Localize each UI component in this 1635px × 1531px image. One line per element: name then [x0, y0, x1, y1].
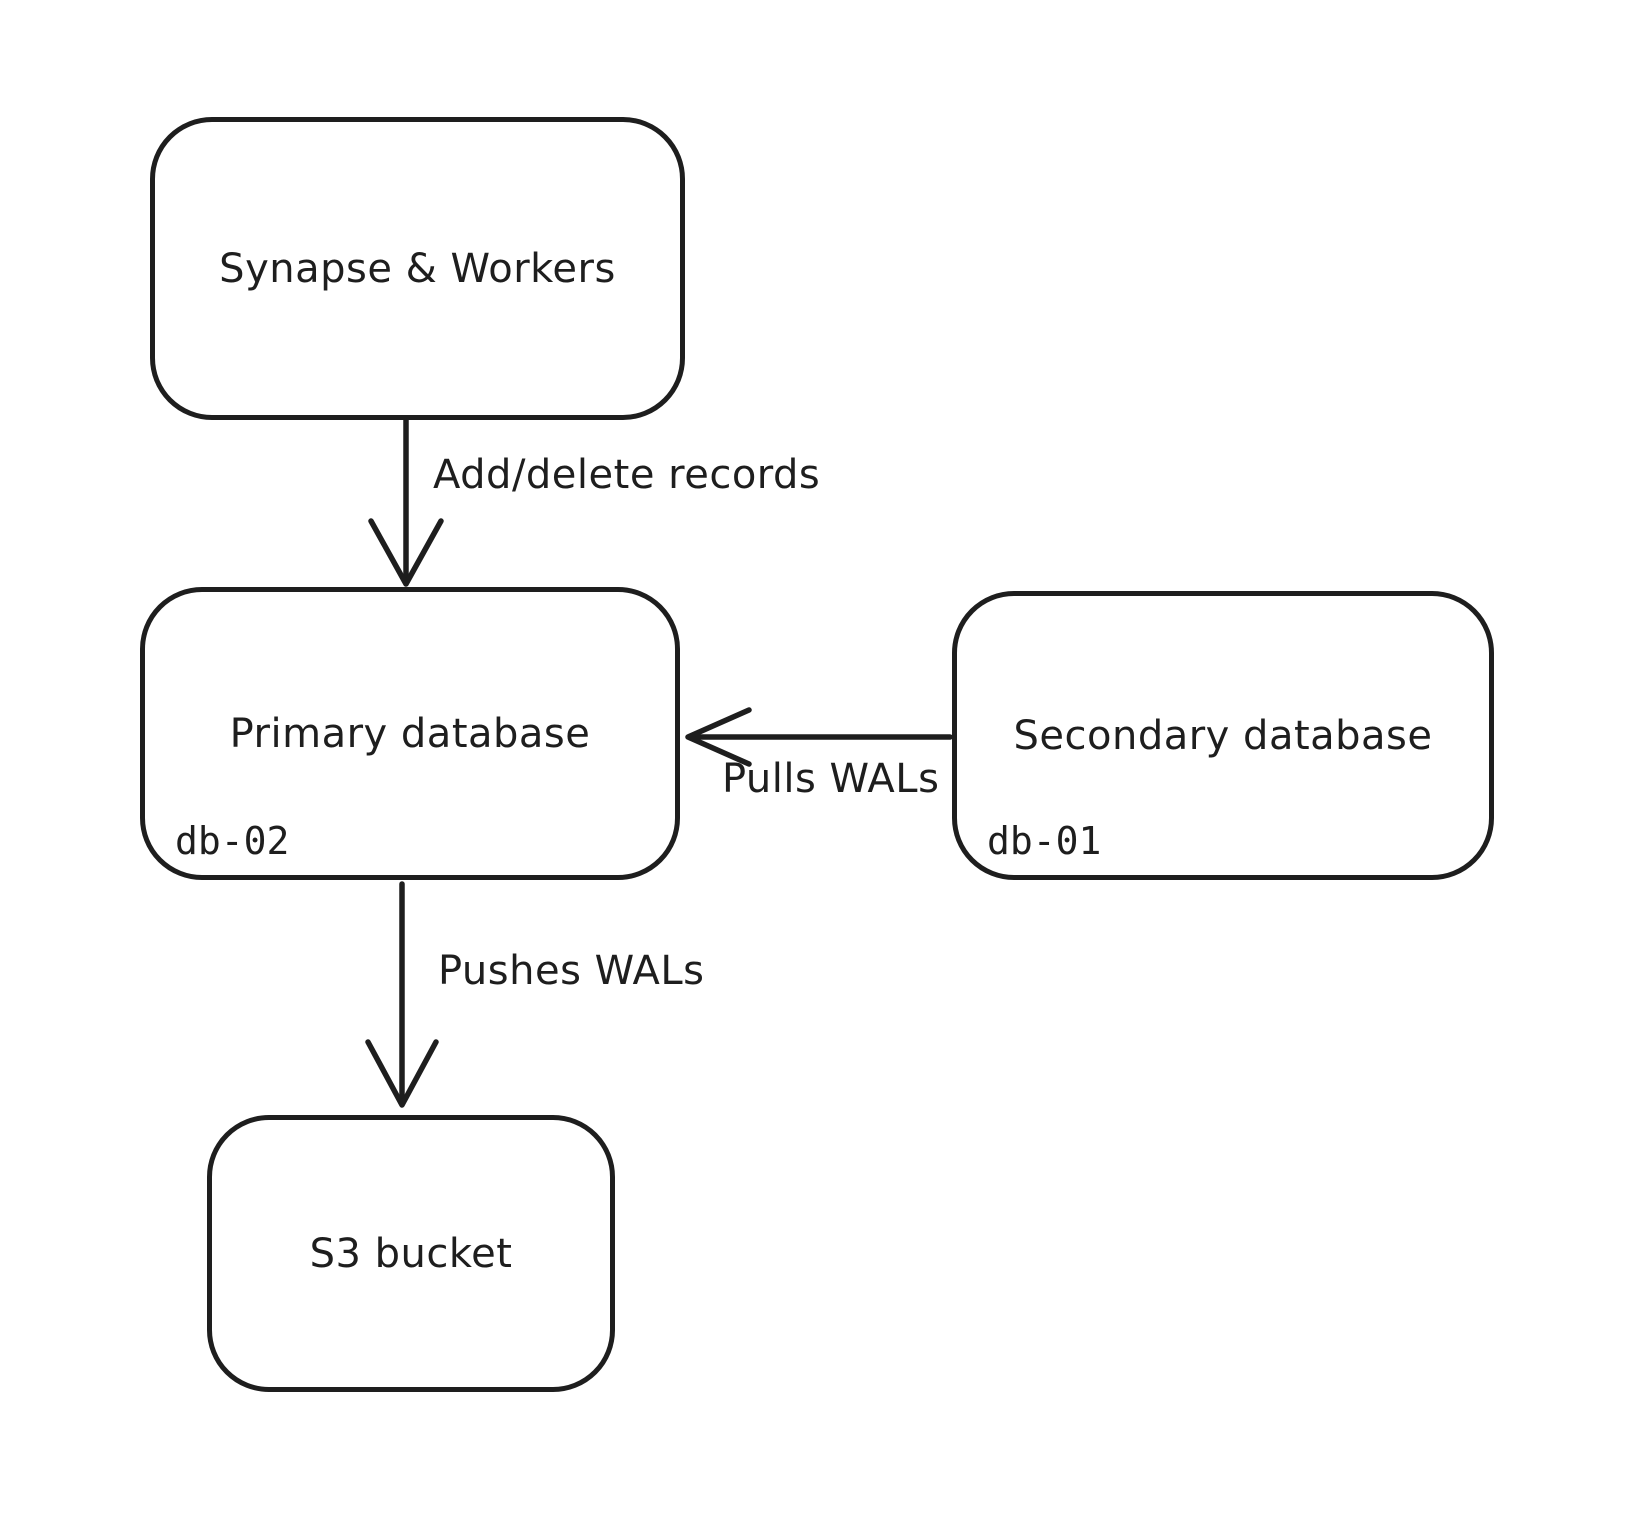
- edge-label-pulls-wals: Pulls WALs: [722, 756, 940, 802]
- edge-pushes-wals: [365, 881, 439, 1108]
- node-primary-database: Primary database db-02: [140, 587, 680, 880]
- node-label: Primary database: [229, 710, 591, 757]
- secondary-database-tag: db-01: [987, 819, 1102, 863]
- node-label: Synapse & Workers: [219, 245, 616, 292]
- edge-label-add-delete-records: Add/delete records: [433, 452, 821, 498]
- node-secondary-database: Secondary database db-01: [952, 591, 1494, 880]
- node-s3-bucket: S3 bucket: [207, 1115, 615, 1392]
- node-synapse-workers: Synapse & Workers: [150, 117, 685, 420]
- node-label: Secondary database: [1013, 712, 1433, 759]
- edge-add-delete-records: [368, 417, 444, 587]
- node-label: S3 bucket: [309, 1230, 513, 1277]
- arrowhead-down-icon: [368, 518, 444, 587]
- arrowhead-down-icon: [365, 1039, 439, 1108]
- edge-label-pushes-wals: Pushes WALs: [438, 948, 705, 994]
- primary-database-tag: db-02: [175, 819, 290, 863]
